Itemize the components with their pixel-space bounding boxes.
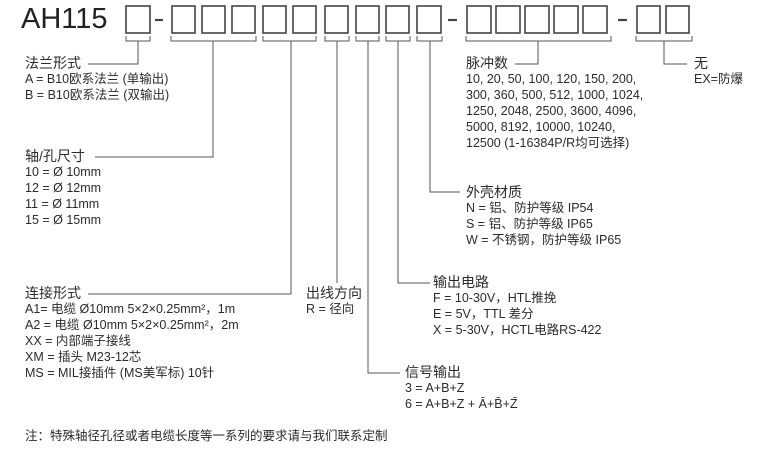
flange-leader [88, 36, 151, 65]
code-box [231, 5, 256, 34]
option: A = B10欧系法兰 (单输出) [25, 72, 169, 86]
section-title: 脉冲数 [466, 55, 508, 71]
option: MS = MIL接插件 (MS美军标) 10针 [25, 366, 215, 380]
shaft-leader [95, 36, 257, 158]
option: E = 5V，TTL 差分 [433, 307, 534, 321]
section-title: 信号输出 [405, 364, 461, 380]
pulses-leader [465, 36, 612, 65]
signal-section: 信号输出 3 = A+B+Z 6 = A+B+Z + Ā+B̄+Z̄ [405, 364, 518, 412]
option: XX = 内部端子接线 [25, 334, 131, 348]
model-code: AH115 [21, 3, 108, 35]
code-box [636, 5, 661, 34]
code-boxes [125, 5, 690, 34]
option: A2 = 电缆 Ø10mm 5×2×0.25mm²，2m [25, 318, 239, 332]
code-box [495, 5, 521, 34]
option: N = 铝、防护等级 IP54 [466, 201, 594, 215]
option: 3 = A+B+Z [405, 381, 465, 395]
outlet-section: 出线方向 R = 径向 [306, 285, 362, 317]
section-title: 连接形式 [25, 285, 81, 301]
code-box [324, 5, 349, 34]
code-box [416, 5, 442, 34]
option: 5000, 8192, 10000, 10240, [466, 120, 616, 134]
pulses-section: 脉冲数 10, 20, 50, 100, 120, 150, 200, 300,… [466, 55, 643, 151]
section-title: 外壳材质 [466, 184, 522, 200]
connection-section: 连接形式 A1= 电缆 Ø10mm 5×2×0.25mm²，1m A2 = 电缆… [25, 285, 239, 381]
option: 12500 (1-16384P/R均可选择) [466, 136, 630, 150]
outlet-leader [324, 36, 350, 283]
shaft-section: 轴/孔尺寸 10 = Ø 10mm 12 = Ø 12mm 11 = Ø 11m… [25, 148, 101, 228]
footnote: 注：特殊轴径孔径或者电缆长度等一系列的要求请与我们联系定制 [25, 429, 388, 443]
connection-leader [88, 36, 317, 295]
option: B = B10欧系法兰 (双输出) [25, 88, 170, 102]
code-box [582, 5, 608, 34]
section-title: 无 [694, 55, 708, 71]
code-box [553, 5, 579, 34]
code-box [355, 5, 380, 34]
option: S = 铝、防护等级 IP65 [466, 217, 593, 231]
option: 12 = Ø 12mm [25, 181, 102, 195]
option: EX=防爆 [694, 72, 743, 86]
housing-leader [416, 36, 460, 193]
code-box [201, 5, 226, 34]
option: 11 = Ø 11mm [25, 197, 100, 211]
code-box [262, 5, 287, 34]
code-box [385, 5, 410, 34]
code-box [171, 5, 196, 34]
option: 1250, 2048, 2500, 3600, 4096, [466, 104, 637, 118]
code-box [665, 5, 690, 34]
section-title: 法兰形式 [25, 55, 81, 71]
option: A1= 电缆 Ø10mm 5×2×0.25mm²，1m [25, 302, 236, 316]
option: 15 = Ø 15mm [25, 213, 102, 227]
section-title: 输出电路 [433, 274, 489, 290]
option: XM = 插头 M23-12芯 [25, 350, 142, 364]
option: 6 = A+B+Z + Ā+B̄+Z̄ [405, 397, 518, 411]
option: W = 不锈钢，防护等级 IP65 [466, 233, 622, 247]
explosion-leader [635, 36, 693, 65]
circuit-leader [385, 36, 430, 284]
code-box [466, 5, 492, 34]
option: R = 径向 [306, 302, 355, 316]
signal-leader [355, 36, 400, 374]
option: 10 = Ø 10mm [25, 165, 102, 179]
housing-section: 外壳材质 N = 铝、防护等级 IP54 S = 铝、防护等级 IP65 W =… [466, 184, 621, 248]
option: X = 5-30V，HCTL电路RS-422 [433, 323, 602, 337]
circuit-section: 输出电路 F = 10-30V，HTL推挽 E = 5V，TTL 差分 X = … [433, 274, 601, 338]
code-box [125, 5, 151, 34]
option: 300, 360, 500, 512, 1000, 1024, [466, 88, 644, 102]
flange-section: 法兰形式 A = B10欧系法兰 (单输出) B = B10欧系法兰 (双输出) [25, 55, 169, 103]
code-box [524, 5, 550, 34]
option: 10, 20, 50, 100, 120, 150, 200, [466, 72, 637, 86]
explosion-section: 无 EX=防爆 [694, 55, 743, 87]
option: F = 10-30V，HTL推挽 [433, 291, 557, 305]
leader-lines [88, 36, 693, 374]
code-box [292, 5, 317, 34]
section-title: 轴/孔尺寸 [25, 148, 85, 164]
section-title: 出线方向 [306, 285, 362, 301]
